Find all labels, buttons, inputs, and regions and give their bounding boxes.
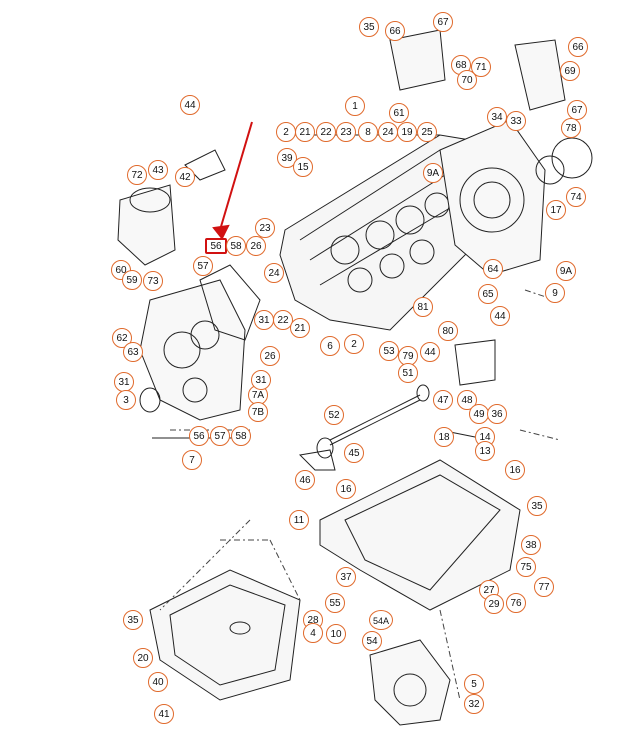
callout-part-58: 58: [231, 426, 251, 446]
callout-part-65: 65: [478, 284, 498, 304]
callout-part-23: 23: [336, 122, 356, 142]
callout-part-23: 23: [255, 218, 275, 238]
callout-part-31: 31: [114, 372, 134, 392]
callout-part-61: 61: [389, 103, 409, 123]
callout-part-72: 72: [127, 165, 147, 185]
callout-part-44: 44: [420, 342, 440, 362]
callout-part-37: 37: [336, 567, 356, 587]
callout-part-38: 38: [521, 535, 541, 555]
callout-part-24: 24: [378, 122, 398, 142]
callout-part-42: 42: [175, 167, 195, 187]
callout-part-66: 66: [385, 21, 405, 41]
callout-part-66: 66: [568, 37, 588, 57]
callout-part-16: 16: [336, 479, 356, 499]
callout-part-31: 31: [251, 370, 271, 390]
callout-part-44: 44: [180, 95, 200, 115]
callout-part-67: 67: [567, 100, 587, 120]
callout-part-7b: 7B: [248, 402, 268, 422]
callout-part-7: 7: [182, 450, 202, 470]
callout-part-31: 31: [254, 310, 274, 330]
callout-part-20: 20: [133, 648, 153, 668]
callout-part-51: 51: [398, 363, 418, 383]
callout-part-75: 75: [516, 557, 536, 577]
callout-part-57: 57: [210, 426, 230, 446]
callout-part-69: 69: [560, 61, 580, 81]
callout-part-78: 78: [561, 118, 581, 138]
callout-part-47: 47: [433, 390, 453, 410]
callout-part-52: 52: [324, 405, 344, 425]
callout-part-36: 36: [487, 404, 507, 424]
callout-part-5: 5: [464, 674, 484, 694]
callout-part-44: 44: [490, 306, 510, 326]
callout-part-21: 21: [290, 318, 310, 338]
callout-part-46: 46: [295, 470, 315, 490]
callout-part-17: 17: [546, 200, 566, 220]
callout-part-16: 16: [505, 460, 525, 480]
callout-part-54a: 54A: [369, 610, 393, 630]
callout-part-1: 1: [345, 96, 365, 116]
callout-part-8: 8: [358, 122, 378, 142]
callout-part-56: 56: [189, 426, 209, 446]
callout-part-40: 40: [148, 672, 168, 692]
callout-part-59: 59: [122, 270, 142, 290]
callout-part-9: 9: [545, 283, 565, 303]
callout-part-54: 54: [362, 631, 382, 651]
callout-part-2: 2: [276, 122, 296, 142]
callout-part-9a: 9A: [556, 261, 576, 281]
callout-part-80: 80: [438, 321, 458, 341]
callout-part-73: 73: [143, 271, 163, 291]
highlight-arrow: [212, 121, 253, 240]
callout-part-77: 77: [534, 577, 554, 597]
callout-part-4: 4: [303, 623, 323, 643]
callout-part-43: 43: [148, 160, 168, 180]
callout-part-21: 21: [295, 122, 315, 142]
callout-part-74: 74: [566, 187, 586, 207]
callout-part-49: 49: [469, 404, 489, 424]
callout-part-41: 41: [154, 704, 174, 724]
callout-part-3: 3: [116, 390, 136, 410]
callout-part-35: 35: [359, 17, 379, 37]
callout-part-22: 22: [316, 122, 336, 142]
callout-part-81: 81: [413, 297, 433, 317]
callout-part-6: 6: [320, 336, 340, 356]
callout-part-67: 67: [433, 12, 453, 32]
callout-part-24: 24: [264, 263, 284, 283]
callout-part-25: 25: [417, 122, 437, 142]
callout-part-64: 64: [483, 259, 503, 279]
callout-part-76: 76: [506, 593, 526, 613]
callout-part-15: 15: [293, 157, 313, 177]
callout-part-26: 26: [246, 236, 266, 256]
callout-part-33: 33: [506, 111, 526, 131]
callout-part-11: 11: [289, 510, 309, 530]
callout-part-9a: 9A: [423, 163, 443, 183]
callout-part-70: 70: [457, 70, 477, 90]
callout-part-55: 55: [325, 593, 345, 613]
callout-part-35: 35: [527, 496, 547, 516]
callout-part-13: 13: [475, 441, 495, 461]
callout-part-19: 19: [397, 122, 417, 142]
callout-part-35: 35: [123, 610, 143, 630]
callout-part-2: 2: [344, 334, 364, 354]
callout-part-71: 71: [471, 57, 491, 77]
callout-highlighted-part: 56: [205, 238, 227, 254]
callout-part-18: 18: [434, 427, 454, 447]
callout-part-10: 10: [326, 624, 346, 644]
callout-part-58: 58: [226, 236, 246, 256]
callout-part-26: 26: [260, 346, 280, 366]
callout-part-57: 57: [193, 256, 213, 276]
callout-part-29: 29: [484, 594, 504, 614]
callout-part-53: 53: [379, 341, 399, 361]
callout-part-34: 34: [487, 107, 507, 127]
callout-part-32: 32: [464, 694, 484, 714]
callout-part-45: 45: [344, 443, 364, 463]
callout-part-63: 63: [123, 342, 143, 362]
